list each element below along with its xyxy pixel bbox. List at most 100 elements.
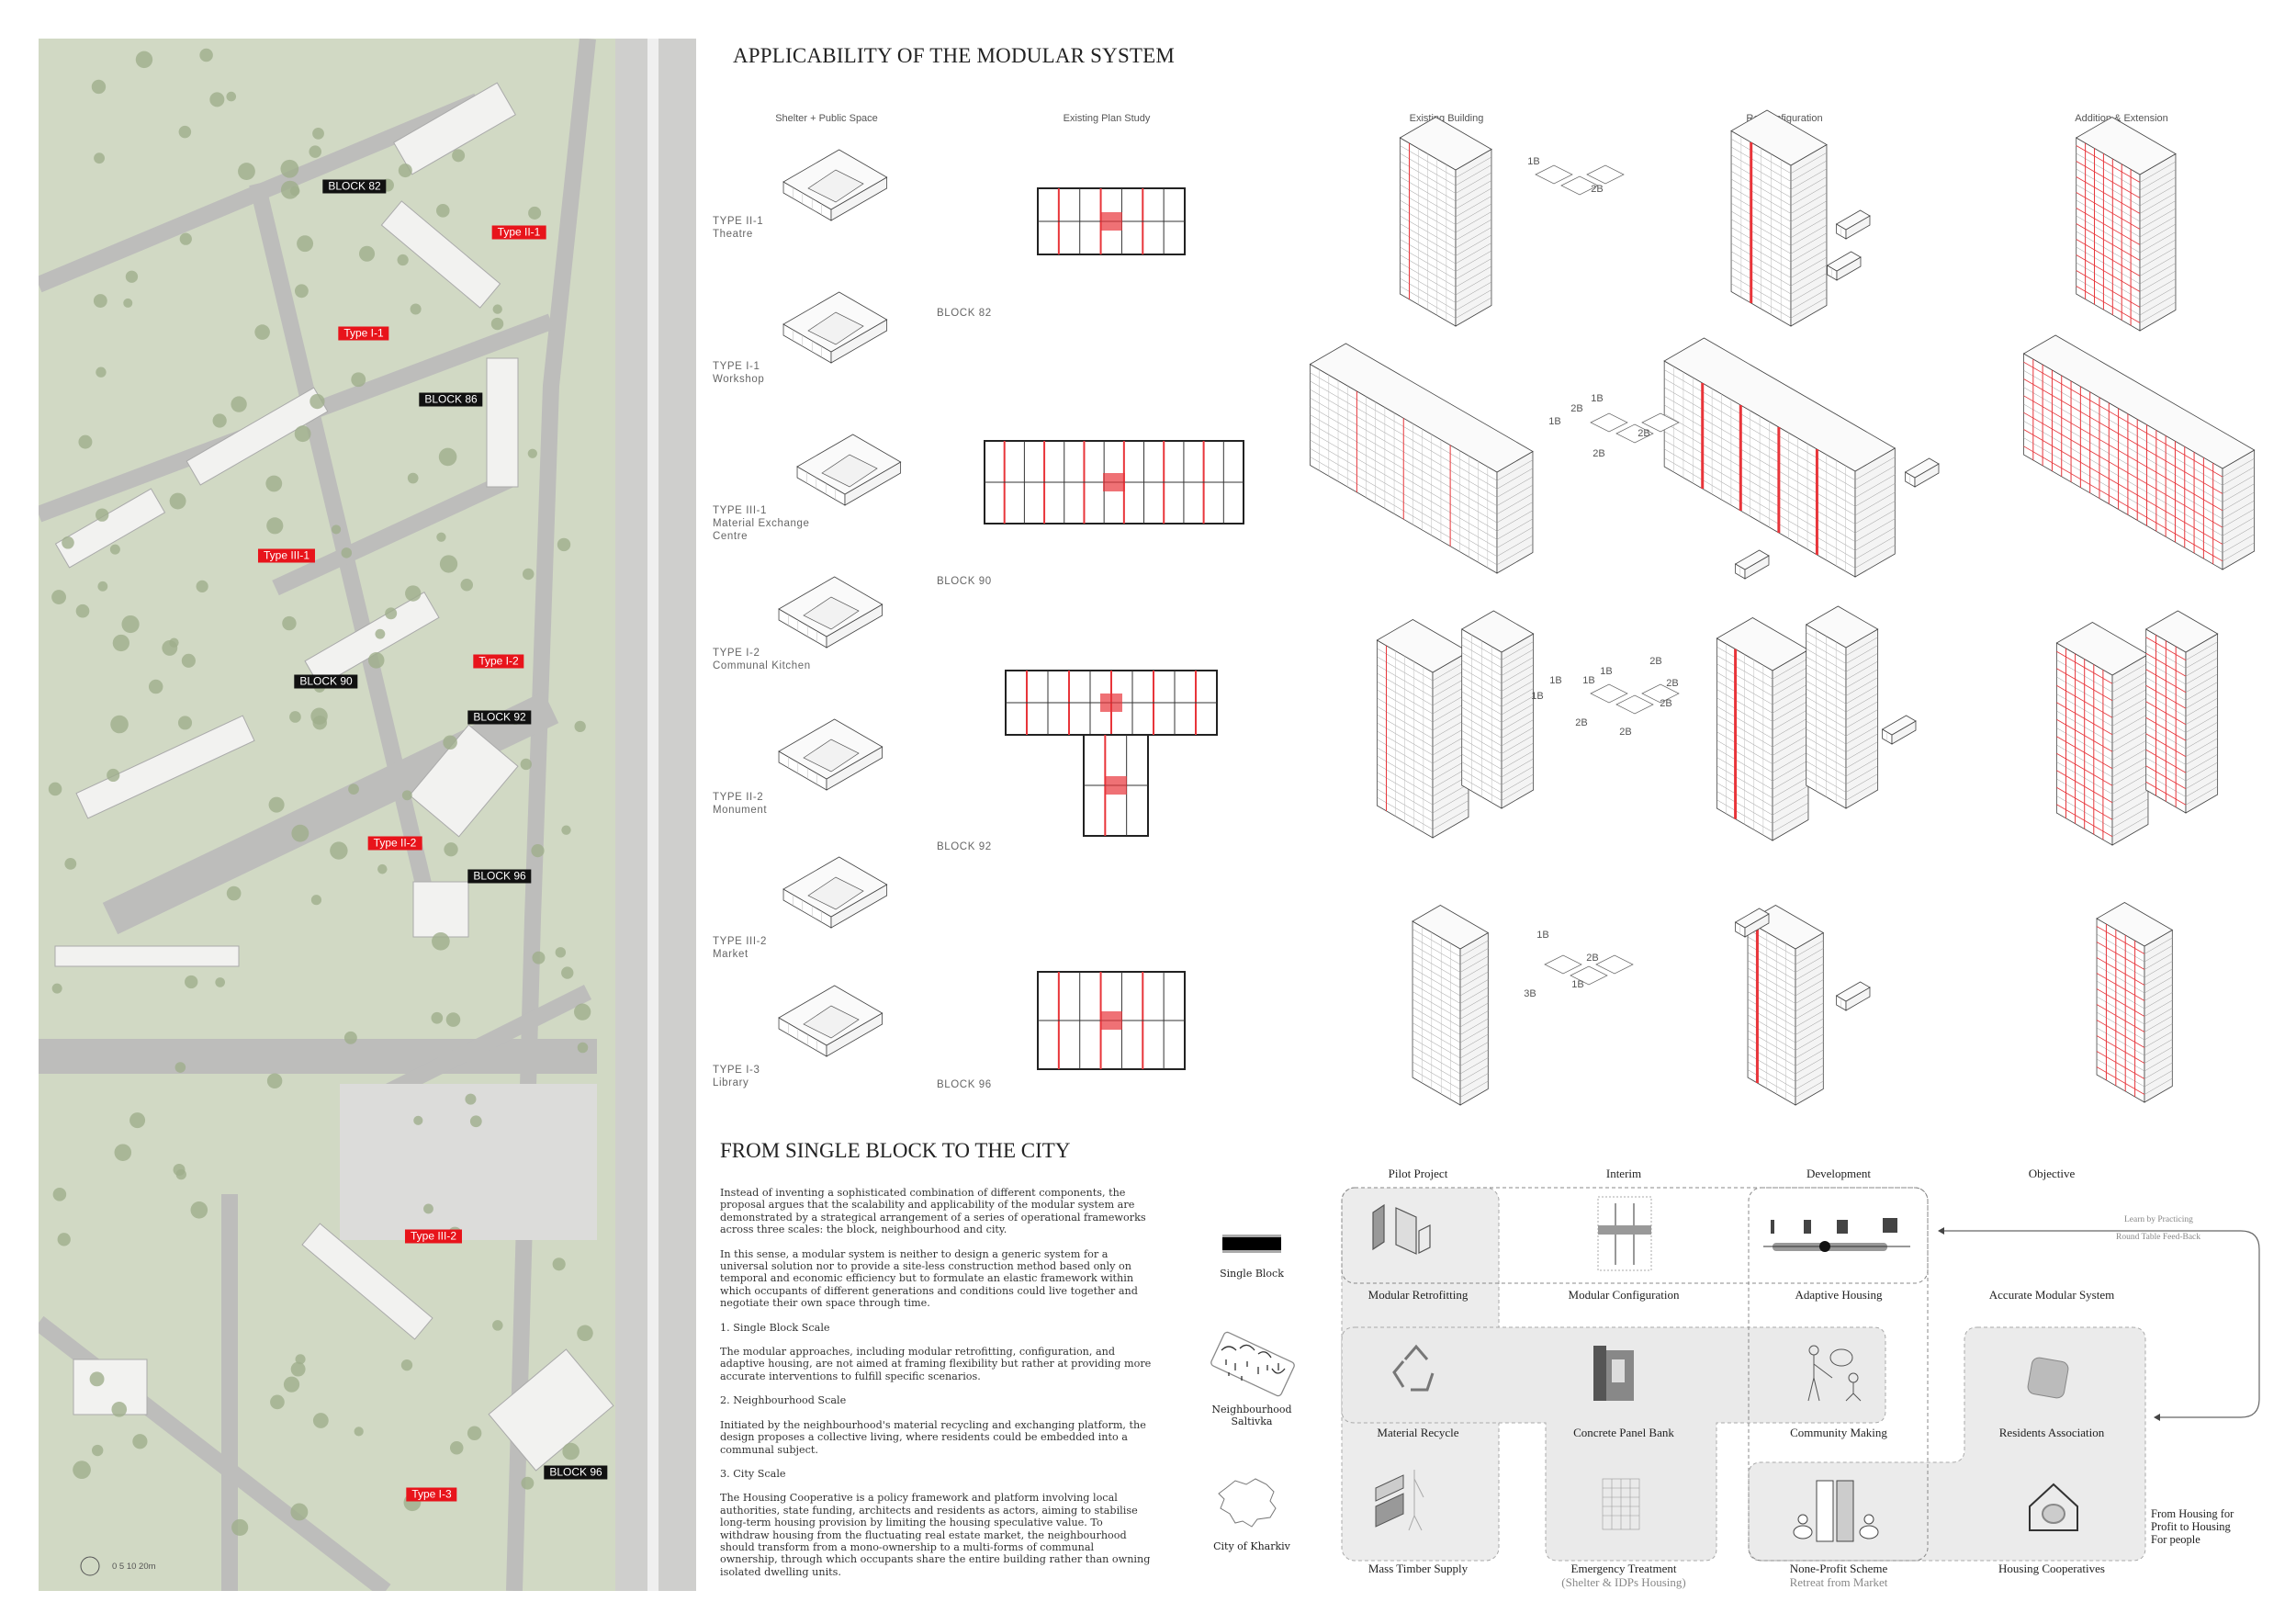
floor-line	[1412, 983, 1489, 1012]
tree	[89, 1371, 105, 1387]
top-face	[1835, 209, 1871, 231]
floor-line	[1747, 1014, 1824, 1043]
tree	[64, 858, 77, 870]
block-label: BLOCK 82	[937, 308, 992, 319]
extension-line	[2096, 942, 2145, 970]
core-stair	[1100, 694, 1122, 712]
tree	[400, 1359, 413, 1371]
tree	[109, 544, 120, 555]
floor-line	[1412, 998, 1489, 1028]
floor-line	[1664, 440, 1896, 551]
tree	[385, 607, 398, 620]
tree	[351, 372, 366, 388]
floor-line	[2145, 677, 2218, 701]
tree	[280, 180, 299, 199]
tree	[96, 367, 107, 378]
floor-line	[1461, 644, 1534, 669]
tree	[73, 1460, 91, 1480]
tree	[401, 790, 412, 801]
mass-timber-icon	[1375, 1470, 1424, 1531]
unit-label: 2B	[1638, 428, 1650, 439]
map-label-block-82: BLOCK 82	[322, 179, 387, 194]
framework-label-row2: Material Recycle	[1377, 1426, 1459, 1439]
type-code: TYPE I-3	[713, 1065, 760, 1076]
floor-line	[1747, 944, 1824, 973]
tree	[443, 735, 457, 750]
floor-line	[1806, 681, 1878, 705]
type-code: TYPE III-2	[713, 936, 768, 947]
extension-line	[2023, 361, 2223, 478]
type-code: TYPE II-1	[713, 216, 764, 227]
floor-line	[1747, 1022, 1824, 1051]
floor-line	[1412, 1007, 1489, 1035]
tree	[94, 152, 106, 164]
type-name: Communal Kitchen	[713, 660, 811, 671]
block-label: BLOCK 90	[937, 576, 992, 587]
extension-line	[2096, 957, 2145, 986]
floor-line	[2096, 1011, 2173, 1041]
tree	[377, 863, 388, 874]
map-label-block-90: BLOCK 90	[294, 674, 358, 689]
tree	[452, 149, 466, 163]
tree	[557, 537, 571, 552]
tree	[294, 284, 309, 299]
floor-line	[1310, 431, 1534, 540]
road	[506, 39, 596, 1591]
framework-label-row3: Emergency Treatment	[1570, 1562, 1677, 1575]
floor-line	[1664, 448, 1896, 560]
map-label-type-ii-2: Type II-2	[367, 836, 422, 851]
floor-line	[1461, 668, 1534, 692]
development-column-outline	[1748, 1187, 1929, 1562]
unit-plan	[1570, 965, 1608, 986]
core-stair	[1103, 473, 1125, 491]
north-arrow-icon	[80, 1556, 100, 1576]
unit-plan	[1535, 164, 1573, 185]
floor-line	[1461, 652, 1534, 676]
floor-line	[1310, 439, 1534, 548]
framework-sublabel: Retreat from Market	[1789, 1575, 1888, 1589]
extension-line	[2076, 254, 2141, 292]
extension-line	[2056, 736, 2113, 770]
slogan: From Housing for Profit to Housing For p…	[2151, 1507, 2234, 1546]
floor-plan-block-90	[984, 440, 1244, 524]
map-building	[380, 200, 501, 309]
applicability-title: APPLICABILITY OF THE MODULAR SYSTEM	[733, 44, 1176, 67]
extension-line	[2145, 733, 2187, 758]
floor-line	[1412, 952, 1489, 981]
extension-line	[2096, 1051, 2145, 1079]
tree	[283, 1376, 300, 1393]
tree	[174, 1062, 186, 1073]
top-face	[1460, 610, 1535, 653]
tree	[177, 716, 193, 730]
floor-line	[2096, 1027, 2173, 1056]
tree	[312, 715, 327, 730]
tree	[410, 303, 422, 315]
floor-line	[2145, 725, 2218, 750]
tree	[185, 975, 198, 989]
tree	[330, 841, 348, 860]
tree	[407, 472, 419, 484]
floor-line	[1664, 378, 1896, 490]
tree	[423, 1203, 433, 1214]
reconfig-building-92b	[1805, 605, 1879, 809]
existing-building-92a	[1376, 619, 1469, 839]
extension-building-90	[2022, 334, 2256, 570]
reconfig-building-82	[1730, 109, 1828, 327]
framework-label-row2: Concrete Panel Bank	[1573, 1426, 1674, 1439]
tree	[375, 628, 386, 639]
map-label-type-i-1: Type I-1	[338, 326, 389, 341]
extension-line	[2023, 378, 2223, 494]
floor-line	[1412, 976, 1489, 1004]
tree	[75, 603, 90, 618]
extension-building-92a	[2055, 622, 2149, 846]
unit-plan	[1615, 694, 1654, 715]
map-label-type-iii-2: Type III-2	[404, 1229, 463, 1244]
extension-line	[2023, 445, 2223, 562]
extension-line	[2023, 395, 2223, 512]
floor-line	[1806, 656, 1878, 681]
tree	[254, 324, 270, 340]
tree	[190, 1201, 208, 1219]
floor-line	[1747, 960, 1824, 988]
